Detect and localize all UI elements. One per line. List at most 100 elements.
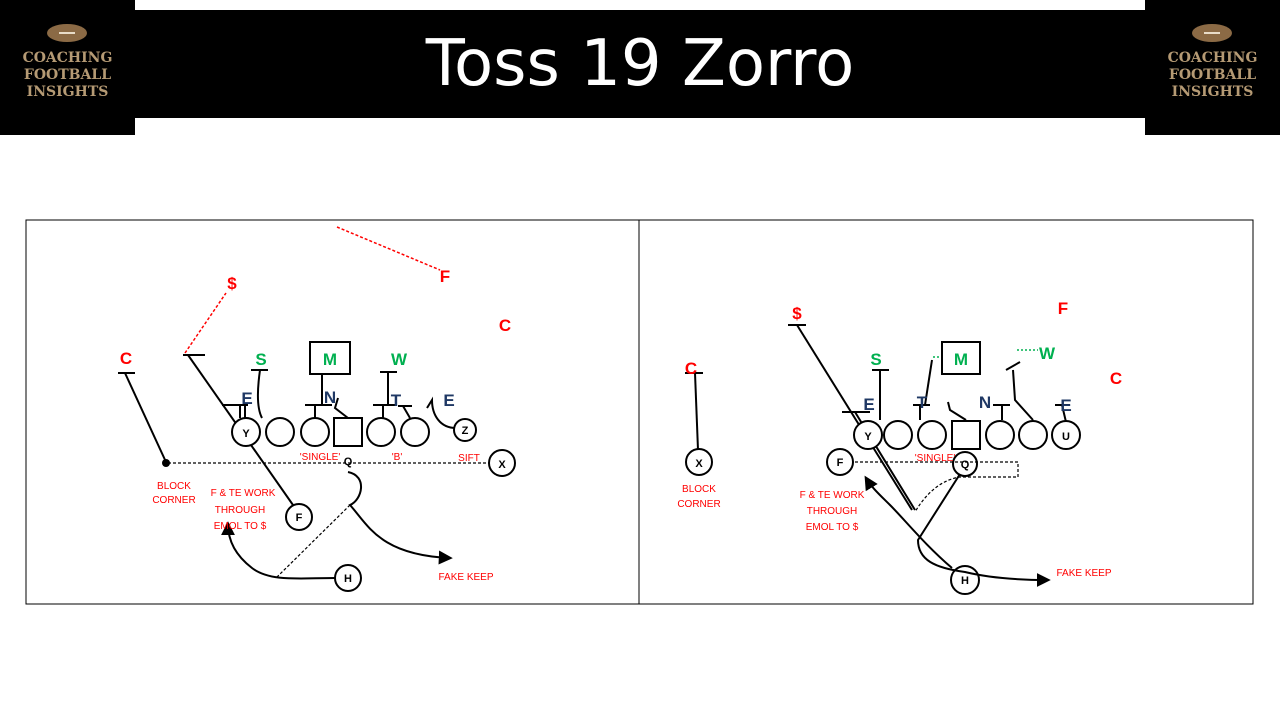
rg-block — [993, 404, 1010, 420]
def-corner-right: C — [1110, 369, 1122, 388]
call-sift: SIFT — [458, 453, 480, 464]
right-diagram-panel: $ F C C S M W E T N E Y U X Q F H 'SINGL… — [638, 219, 1254, 605]
note-block-1: BLOCK — [682, 484, 716, 495]
off-y: Y — [864, 431, 872, 443]
rt-block — [398, 405, 412, 419]
logo-line-3: INSIGHTS — [1171, 84, 1254, 100]
x-circle — [685, 448, 713, 476]
note-work-3: EMOL TO $ — [214, 521, 267, 532]
def-sam: S — [255, 350, 266, 369]
center-square — [951, 420, 981, 450]
f-circle — [285, 503, 313, 531]
page-title: Toss 19 Zorro — [425, 27, 855, 101]
off-h: H — [961, 575, 969, 587]
def-mike: M — [954, 350, 968, 369]
logo-right: COACHING FOOTBALL INSIGHTS — [1145, 0, 1280, 135]
left-panel-border — [25, 219, 640, 605]
h-toss-path — [221, 521, 336, 580]
left-diagram-panel: $ F C C S M W E N T E Y Z X Q F H 'SINGL… — [25, 219, 640, 605]
call-single: 'SINGLE' — [300, 452, 341, 463]
note-fake-keep: FAKE KEEP — [1056, 568, 1111, 579]
off-x: X — [498, 459, 506, 471]
def-free-safety: F — [1058, 299, 1068, 318]
note-work-2: THROUGH — [807, 506, 858, 517]
center-block — [333, 397, 349, 419]
lt-block — [251, 369, 268, 419]
off-q: Q — [344, 456, 353, 468]
qb-fake-keep-path — [916, 473, 1051, 587]
off-f: F — [296, 512, 303, 524]
lg-circle — [300, 417, 330, 447]
note-work-1: F & TE WORK — [800, 490, 865, 501]
football-lace — [59, 32, 75, 34]
safety-path — [184, 292, 227, 354]
def-corner-right: C — [499, 316, 511, 335]
def-safety: $ — [227, 274, 237, 293]
off-z: Z — [462, 425, 469, 437]
def-corner-left: C — [120, 349, 132, 368]
note-fake-keep: FAKE KEEP — [438, 572, 493, 583]
note-block-1: BLOCK — [157, 481, 191, 492]
logo-left: COACHING FOOTBALL INSIGHTS — [0, 0, 135, 135]
def-tackle: T — [391, 391, 402, 410]
x-block-corner-path — [124, 372, 167, 463]
call-b: 'B' — [392, 452, 403, 463]
x-block-corner-path — [694, 372, 699, 451]
lg-block — [913, 359, 933, 420]
off-f: F — [837, 457, 844, 469]
mike-box — [941, 341, 981, 375]
def-nose: N — [324, 388, 336, 407]
center-square — [333, 417, 363, 447]
def-nose: N — [979, 393, 991, 412]
def-free-safety: F — [440, 267, 450, 286]
lt-circle — [265, 417, 295, 447]
note-block-2: CORNER — [677, 499, 720, 510]
z-block — [426, 396, 457, 429]
toss-pitch-line — [275, 504, 351, 579]
fullback-to-safety-path — [796, 324, 913, 511]
note-block-2: CORNER — [152, 495, 195, 506]
off-h: H — [344, 573, 352, 585]
center-block — [947, 401, 967, 421]
off-u: U — [1062, 431, 1070, 443]
def-end-left: E — [241, 389, 252, 408]
logo-line-1: COACHING — [22, 50, 113, 66]
lt-block — [872, 369, 889, 420]
free-safety-rotation — [336, 226, 441, 271]
f-circle — [826, 448, 854, 476]
right-panel-border — [638, 219, 1254, 605]
note-work-1: F & TE WORK — [211, 488, 276, 499]
def-will: W — [1039, 344, 1056, 363]
def-safety: $ — [792, 304, 802, 323]
y-circle — [853, 420, 883, 450]
qb-fake-keep-path — [347, 471, 453, 565]
rg-circle — [366, 417, 396, 447]
lg-block — [305, 372, 332, 418]
note-work-2: THROUGH — [215, 505, 266, 516]
z-circle — [453, 418, 477, 442]
def-end-left: E — [863, 395, 874, 414]
def-corner-left: C — [685, 359, 697, 378]
lg-circle — [917, 420, 947, 450]
def-tackle: T — [917, 393, 928, 412]
note-work-3: EMOL TO $ — [806, 522, 859, 533]
off-x: X — [695, 458, 703, 470]
logo-line-3: INSIGHTS — [26, 84, 109, 100]
h-toss-path — [864, 475, 953, 569]
def-mike: M — [323, 350, 337, 369]
logo-line-1: COACHING — [1167, 50, 1258, 66]
x-circle — [488, 449, 516, 477]
u-circle — [1051, 420, 1081, 450]
def-will: W — [391, 350, 408, 369]
y-circle — [231, 417, 261, 447]
rt-block — [1005, 361, 1034, 421]
x-start-dot — [162, 459, 170, 467]
q-circle — [952, 451, 978, 477]
def-end-right: E — [1060, 396, 1071, 415]
rg-circle — [985, 420, 1015, 450]
u-block — [1055, 404, 1070, 423]
title-banner — [135, 10, 1145, 118]
football-lace — [1204, 32, 1220, 34]
f-motion-line — [855, 461, 1019, 513]
